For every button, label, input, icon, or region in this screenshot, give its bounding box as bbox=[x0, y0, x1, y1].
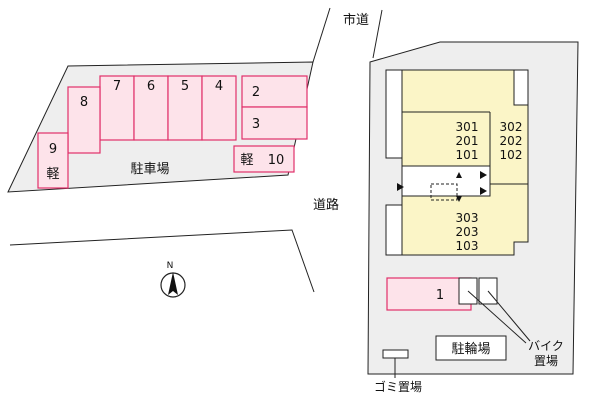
parking-space-4 bbox=[201, 75, 237, 141]
corridor-arrow-icon bbox=[480, 187, 487, 195]
road-edge-south bbox=[9, 229, 315, 293]
parking-number-6: 6 bbox=[147, 79, 155, 94]
parking-label: 駐車場 bbox=[130, 162, 169, 177]
parking-number-3: 3 bbox=[252, 117, 260, 132]
entrance-mat bbox=[430, 183, 458, 201]
stair-down-arrow-icon bbox=[456, 196, 462, 202]
parking-space-1 bbox=[386, 277, 472, 311]
unit-301: 301 bbox=[456, 120, 479, 134]
unit-102: 102 bbox=[500, 148, 523, 162]
parking-space-7 bbox=[99, 75, 135, 141]
unit-302: 302 bbox=[500, 120, 523, 134]
parking-number-4: 4 bbox=[215, 79, 223, 94]
bike-parking-label-2: 置場 bbox=[534, 354, 558, 368]
unit-202: 202 bbox=[500, 134, 523, 148]
parking-space-10 bbox=[233, 145, 295, 173]
parking-number-8: 8 bbox=[80, 95, 88, 110]
garbage-label: ゴミ置場 bbox=[374, 379, 422, 394]
bicycle-parking-label: 駐輪場 bbox=[451, 341, 490, 357]
unit-303: 303 bbox=[456, 211, 479, 225]
unit-203: 203 bbox=[456, 225, 479, 239]
parking-kind-9: 軽 bbox=[46, 167, 59, 182]
city-road-line bbox=[312, 7, 331, 63]
road-label: 道路 bbox=[313, 197, 339, 213]
balcony-east bbox=[513, 69, 529, 106]
parking-space-5 bbox=[167, 75, 203, 141]
balcony-west-upper bbox=[385, 69, 403, 159]
parking-kind-10: 軽 bbox=[240, 153, 253, 168]
bike-pointer-line bbox=[467, 290, 527, 344]
parking-space-8 bbox=[67, 86, 101, 154]
city-road-label: 市道 bbox=[343, 12, 369, 28]
stair-up-arrow-icon bbox=[456, 172, 462, 178]
garbage-box bbox=[382, 349, 409, 359]
bike-pointer-line bbox=[487, 290, 531, 342]
parking-space-6 bbox=[133, 75, 169, 141]
entrance-corridor bbox=[401, 165, 491, 197]
entrance-arrow-icon bbox=[397, 183, 404, 191]
bicycle-parking-box bbox=[435, 335, 507, 361]
unit-103: 103 bbox=[456, 239, 479, 253]
bike-parking-label-1: バイク bbox=[528, 339, 564, 353]
unit-201: 201 bbox=[456, 134, 479, 148]
corridor-arrow-icon bbox=[480, 171, 487, 179]
balcony-west-lower bbox=[385, 204, 403, 256]
parking-number-10: 10 bbox=[268, 153, 285, 168]
north-arrow-icon bbox=[160, 272, 186, 298]
parking-number-9: 9 bbox=[49, 142, 57, 157]
parking-space-9 bbox=[37, 132, 69, 189]
unit-101: 101 bbox=[456, 148, 479, 162]
parking-space-3 bbox=[241, 106, 308, 140]
parking-number-2: 2 bbox=[252, 85, 260, 100]
north-label: N bbox=[167, 261, 174, 271]
city-road-line-east bbox=[372, 9, 383, 59]
parking-number-1: 1 bbox=[436, 288, 444, 303]
parking-spaces bbox=[37, 75, 472, 311]
parking-number-5: 5 bbox=[181, 79, 189, 94]
parking-number-7: 7 bbox=[113, 79, 121, 94]
